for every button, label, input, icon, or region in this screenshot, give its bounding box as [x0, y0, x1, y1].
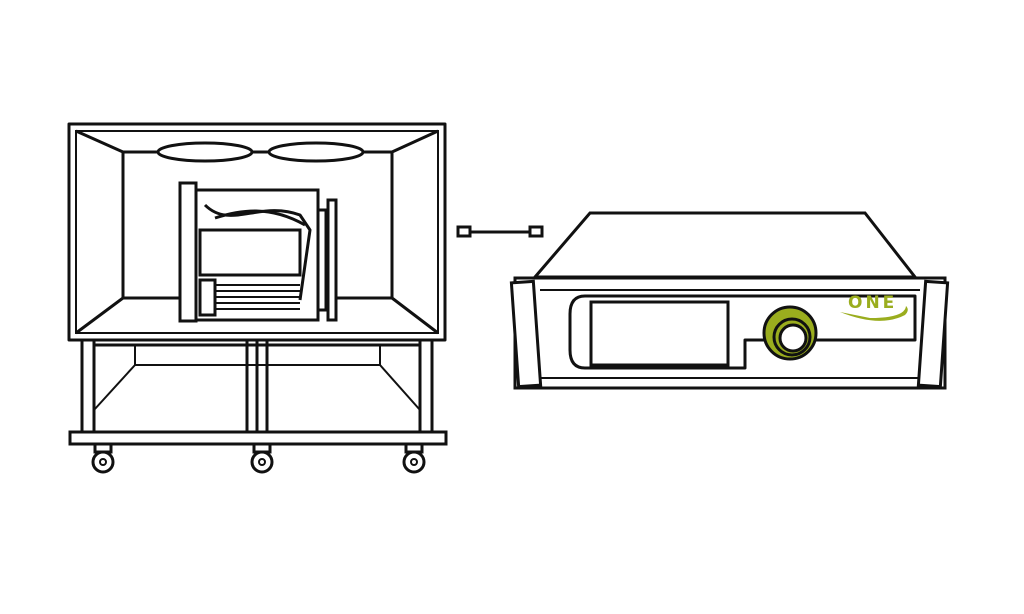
connection-cable: [456, 225, 544, 238]
control-knob: [762, 305, 818, 361]
cart-frame: [68, 338, 448, 446]
unit-inside-cabinet: [178, 181, 338, 323]
display-screen: [589, 300, 730, 367]
cabinet-on-cart: [67, 122, 448, 474]
fan-icon: [156, 141, 365, 163]
rack-device: ONE: [509, 211, 950, 390]
logo-text: ONE: [848, 293, 897, 313]
caster-wheel-icon: [91, 442, 426, 474]
one-logo: ONE: [840, 293, 908, 321]
